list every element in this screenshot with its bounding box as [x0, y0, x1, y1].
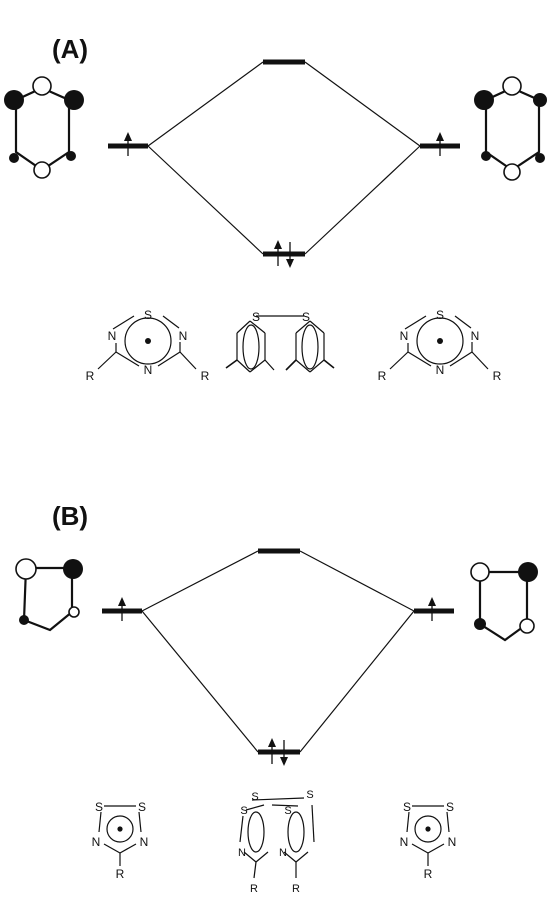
panel-b-correlation-lines: [141, 550, 415, 753]
atom-label: N: [179, 329, 188, 343]
panel-b-right-monomer-structure: S S N N R: [400, 800, 457, 881]
atom-label: R: [86, 369, 95, 383]
atom-label: N: [238, 847, 246, 859]
atom-label: R: [378, 369, 387, 383]
atom-label: N: [436, 363, 445, 377]
atom-label: S: [251, 791, 258, 803]
atom-label: S: [403, 800, 411, 814]
atom-label: N: [400, 835, 409, 849]
panel-b-left-monomer-structure: S S N N R: [92, 800, 149, 881]
atom-label: S: [144, 308, 152, 322]
panel-a-right-monomer-structure: S N N N R R: [378, 308, 502, 383]
atom-label: N: [140, 835, 149, 849]
panel-a-bonding-electron-pair: [274, 240, 294, 268]
atom-label: R: [292, 883, 300, 895]
panel-b-right-electron-up: [428, 597, 436, 621]
atom-label: S: [95, 800, 103, 814]
panel-b-right-orbital-icon: [470, 562, 538, 642]
atom-label: R: [250, 883, 258, 895]
atom-label: R: [424, 867, 433, 881]
panel-a-correlation-lines: [147, 61, 421, 255]
atom-label: R: [116, 867, 125, 881]
panel-b-left-orbital-icon: [15, 558, 83, 632]
atom-label: N: [448, 835, 457, 849]
panel-a-label: (A): [52, 34, 88, 64]
panel-b-dimer-structure: S S S S N N R R: [238, 789, 315, 895]
atom-label: S: [252, 310, 260, 324]
panel-a-left-orbital-icon: [4, 76, 84, 179]
panel-a: (A): [4, 34, 547, 383]
atom-label: S: [306, 789, 313, 801]
atom-label: S: [138, 800, 146, 814]
atom-label: N: [144, 363, 153, 377]
panel-b-bonding-electron-pair: [268, 738, 288, 766]
panel-a-left-monomer-structure: S N N N R R: [86, 308, 210, 383]
panel-b-label: (B): [52, 501, 88, 531]
atom-label: N: [279, 847, 287, 859]
atom-label: N: [92, 835, 101, 849]
atom-label: N: [471, 329, 480, 343]
atom-label: S: [284, 805, 291, 817]
atom-label: N: [400, 329, 409, 343]
atom-label: S: [240, 805, 247, 817]
atom-label: R: [201, 369, 210, 383]
panel-a-right-electron-up: [436, 132, 444, 156]
atom-label: S: [446, 800, 454, 814]
atom-label: S: [436, 308, 444, 322]
atom-label: N: [108, 329, 117, 343]
panel-b: (B): [15, 501, 538, 895]
panel-a-dimer-structure: S S: [225, 310, 335, 373]
panel-a-right-orbital-icon: [474, 76, 547, 181]
atom-label: R: [493, 369, 502, 383]
panel-b-left-electron-up: [118, 597, 126, 621]
panel-a-left-electron-up: [124, 132, 132, 156]
atom-label: S: [302, 310, 310, 324]
